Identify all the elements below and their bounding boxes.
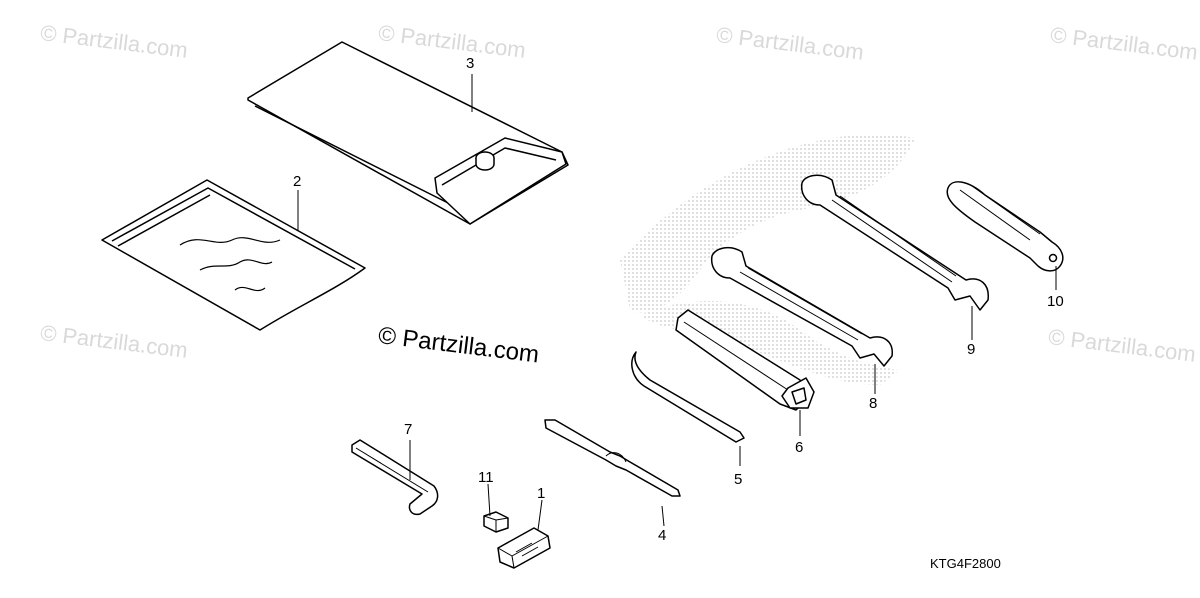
part-9-wrench[interactable] <box>800 174 989 311</box>
callout-3[interactable]: 3 <box>466 55 475 72</box>
callout-5[interactable]: 5 <box>734 471 743 488</box>
diagram-code: KTG4F2800 <box>930 556 1001 571</box>
callout-9[interactable]: 9 <box>967 341 976 358</box>
part-10-screwdriver-handle[interactable] <box>946 181 1064 272</box>
callout-2[interactable]: 2 <box>293 173 302 190</box>
part-2-manual-pouch[interactable] <box>101 179 366 331</box>
part-4-screwdriver[interactable] <box>544 419 681 497</box>
callout-8[interactable]: 8 <box>869 395 878 412</box>
part-5-handle-rod[interactable] <box>631 351 745 443</box>
callout-11[interactable]: 11 <box>478 469 494 486</box>
callout-1[interactable]: 1 <box>537 485 546 502</box>
part-6-box-socket[interactable] <box>675 309 815 411</box>
callout-7[interactable]: 7 <box>404 421 413 438</box>
part-8-wrench[interactable] <box>710 246 893 367</box>
callout-10[interactable]: 10 <box>1047 293 1064 310</box>
part-3-tool-bag[interactable] <box>247 41 569 225</box>
callout-6[interactable]: 6 <box>795 439 804 456</box>
callout-leader-lines <box>297 74 1057 531</box>
callout-4[interactable]: 4 <box>658 527 667 544</box>
part-1-fuse-puller[interactable] <box>497 527 551 569</box>
part-11-fuse[interactable] <box>483 511 509 533</box>
part-7-hex-wrench[interactable] <box>351 439 439 516</box>
